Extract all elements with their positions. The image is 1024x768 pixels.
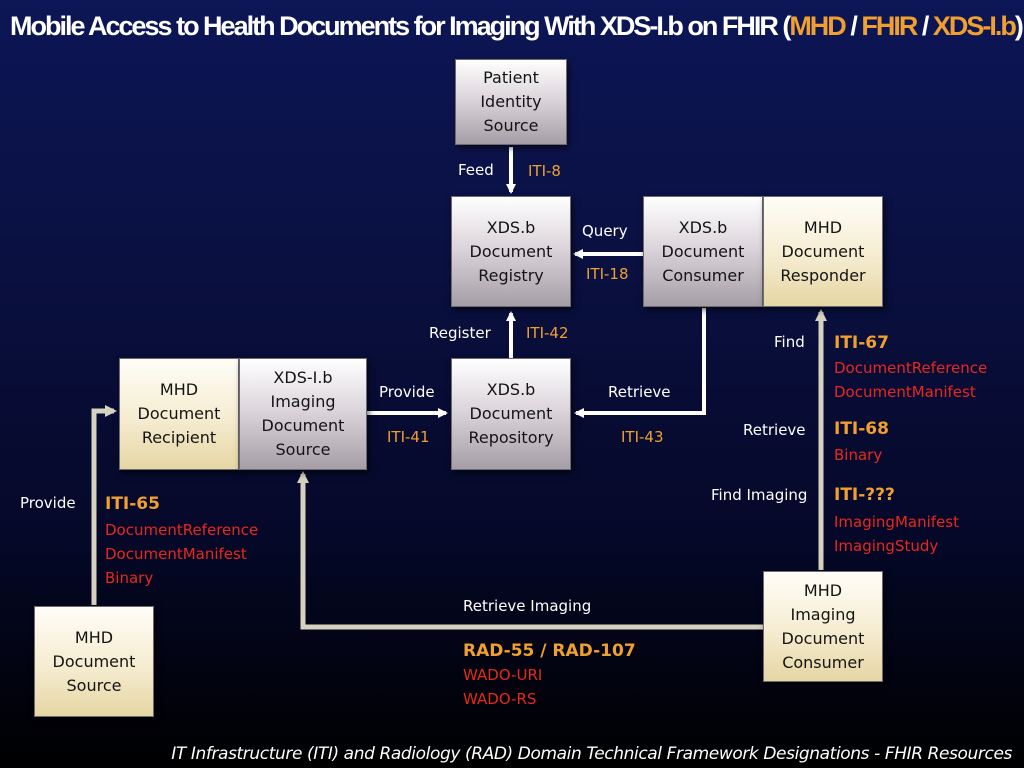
iti-unknown-label: ITI-??? [834, 485, 895, 505]
query-label: Query [582, 222, 628, 240]
rad-label: RAD-55 / RAD-107 [463, 641, 636, 661]
mhd-document-recipient-box: MHD Document Recipient [119, 358, 239, 470]
iti-unknown-resource-imaging-manifest: ImagingManifest [834, 513, 959, 531]
mhd-document-source-box: MHD Document Source [34, 606, 154, 717]
footer-note: IT Infrastructure (ITI) and Radiology (R… [171, 744, 1012, 764]
iti-unknown-resource-imaging-study: ImagingStudy [834, 537, 939, 555]
title-prefix: Mobile Access to Health Documents for Im… [10, 11, 791, 41]
provide-mhd-arrow [91, 405, 117, 605]
patient-identity-source-box: Patient Identity Source [455, 59, 567, 145]
mhd-document-responder-box: MHD Document Responder [763, 196, 883, 307]
provide-label: Provide [379, 383, 435, 401]
rad-resource-wado-rs: WADO-RS [463, 690, 537, 708]
retrieve-imaging-arrow [297, 471, 763, 630]
mhd-imaging-document-consumer-box: MHD Imaging Document Consumer [763, 571, 883, 682]
retrieve-arrow [574, 308, 706, 418]
iti-65-resource-document-manifest: DocumentManifest [105, 545, 247, 563]
iti-68-label: ITI-68 [834, 419, 889, 439]
find-label: Find [774, 333, 805, 351]
feed-label: Feed [458, 161, 494, 179]
xds-document-consumer-box: XDS.b Document Consumer [643, 196, 763, 307]
title-xds-i-b: XDS-I.b [932, 11, 1017, 41]
iti-43-label: ITI-43 [621, 428, 664, 446]
iti-18-label: ITI-18 [586, 265, 629, 283]
iti-42-label: ITI-42 [526, 324, 569, 342]
retrieve-responder-label: Retrieve [743, 421, 806, 439]
iti-67-resource-document-reference: DocumentReference [834, 359, 988, 377]
title-mhd: MHD [789, 11, 846, 41]
xds-i-imaging-document-source-box: XDS-I.b Imaging Document Source [239, 358, 367, 470]
rad-resource-wado-uri: WADO-URI [463, 666, 543, 684]
iti-65-resource-binary: Binary [105, 569, 154, 587]
title-separator: / [916, 11, 933, 41]
title-suffix: ) [1014, 11, 1024, 41]
retrieve-imaging-label: Retrieve Imaging [463, 597, 592, 615]
iti-67-label: ITI-67 [834, 333, 889, 353]
iti-65-label: ITI-65 [105, 494, 160, 514]
iti-68-resource-binary: Binary [834, 446, 883, 464]
iti-8-label: ITI-8 [528, 162, 561, 180]
slide-title: Mobile Access to Health Documents for Im… [10, 6, 1024, 46]
xds-document-registry-box: XDS.b Document Registry [451, 196, 571, 307]
title-fhir: FHIR [861, 11, 918, 41]
iti-65-resource-document-reference: DocumentReference [105, 521, 259, 539]
xds-document-repository-box: XDS.b Document Repository [451, 358, 571, 470]
provide-mhd-label: Provide [20, 494, 76, 512]
iti-67-resource-document-manifest: DocumentManifest [834, 383, 976, 401]
iti-41-label: ITI-41 [387, 428, 430, 446]
retrieve-label: Retrieve [608, 383, 671, 401]
find-imaging-label: Find Imaging [711, 486, 808, 504]
title-separator: / [844, 11, 862, 41]
register-label: Register [429, 324, 491, 342]
